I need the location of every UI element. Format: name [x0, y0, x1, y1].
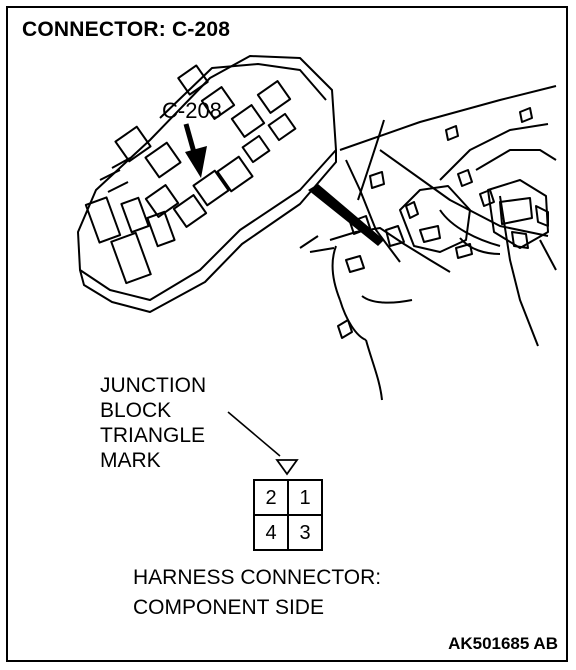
c208-callout-label: C-208: [162, 98, 222, 123]
connector-pin-2: 2: [265, 486, 277, 509]
triangle-mark-leader: [227, 411, 281, 457]
junction-block-label-line-1: JUNCTION: [100, 374, 207, 397]
dashboard-location-arrow: [308, 184, 384, 246]
connector-face-grid: [253, 479, 323, 551]
figure-title: CONNECTOR: C-208: [22, 18, 231, 41]
junction-block-drawing: [77, 55, 337, 313]
junction-block-label-line-2: BLOCK: [100, 399, 172, 422]
figure-code: AK501685 AB: [448, 634, 558, 653]
triangle-mark-icon: [275, 459, 299, 476]
junction-block-label-line-4: MARK: [100, 449, 161, 472]
connector-pin-3: 3: [299, 521, 311, 544]
connector-pin-4: 4: [265, 521, 277, 544]
connector-pin-1: 1: [299, 486, 311, 509]
harness-label-line-2: COMPONENT SIDE: [133, 596, 324, 619]
junction-block-label-line-3: TRIANGLE: [100, 424, 206, 447]
dashboard-drawing: [299, 85, 557, 401]
c208-pointer-arrow: [183, 123, 207, 178]
harness-label-line-1: HARNESS CONNECTOR:: [133, 566, 382, 589]
